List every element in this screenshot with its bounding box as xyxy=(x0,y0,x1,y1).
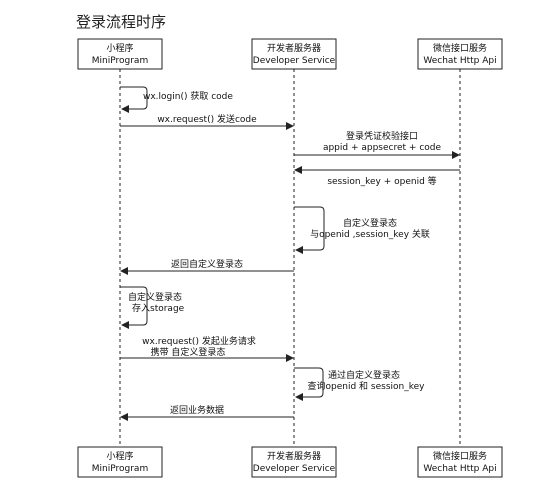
message-send-code: wx.request() 发送code xyxy=(120,113,294,130)
participant-box xyxy=(251,446,337,478)
participant-box xyxy=(417,38,503,70)
message-label: 携带 自定义登录态 xyxy=(151,346,226,358)
participant-name: 微信接口服务 xyxy=(433,450,487,462)
message-label: 返回自定义登录态 xyxy=(171,258,243,270)
message-session-key-return: session_key + openid 等 xyxy=(294,166,460,187)
participant-developer-service-top: 开发者服务器 Developer Service xyxy=(251,38,337,70)
message-label: wx.login() 获取 code xyxy=(143,91,233,102)
participant-miniprogram-bottom: 小程序 MiniProgram xyxy=(77,446,163,478)
participant-box xyxy=(251,38,337,70)
message-label: 查询openid 和 session_key xyxy=(308,380,426,392)
message-query-openid: 通过自定义登录态 查询openid 和 session_key xyxy=(294,367,426,401)
participant-wechat-http-api-bottom: 微信接口服务 Wechat Http Api xyxy=(417,446,503,478)
participant-box xyxy=(417,446,503,478)
participant-name: 开发者服务器 xyxy=(267,42,321,54)
message-label: 通过自定义登录态 xyxy=(328,369,400,381)
participant-name-en: MiniProgram xyxy=(92,56,148,66)
message-label: 返回业务数据 xyxy=(170,404,224,416)
message-label: wx.request() 发送code xyxy=(157,113,257,125)
participant-name-en: Developer Service xyxy=(253,464,336,474)
participant-name: 开发者服务器 xyxy=(267,450,321,462)
message-store-login-state: 自定义登录态 存入storage xyxy=(120,286,185,329)
message-code2session: 登录凭证校验接口 appid + appsecret + code xyxy=(294,130,460,159)
message-label: session_key + openid 等 xyxy=(327,175,436,187)
message-wx-login: wx.login() 获取 code xyxy=(120,86,233,113)
message-return-business-data: 返回业务数据 xyxy=(120,404,294,421)
message-label: 登录凭证校验接口 xyxy=(346,130,418,142)
message-return-login-state: 返回自定义登录态 xyxy=(120,258,294,275)
participant-name: 微信接口服务 xyxy=(433,42,487,54)
self-arrow xyxy=(294,206,325,254)
participant-name-en: Wechat Http Api xyxy=(423,464,496,474)
participant-name-en: Developer Service xyxy=(253,56,336,66)
participant-name: 小程序 xyxy=(106,450,133,462)
message-custom-login-state: 自定义登录态 与openid ,session_key 关联 xyxy=(294,206,430,254)
message-label: 自定义登录态 xyxy=(343,217,397,229)
participant-box xyxy=(77,38,163,70)
self-arrow xyxy=(120,86,148,113)
message-business-request: wx.request() 发起业务请求 携带 自定义登录态 xyxy=(120,335,294,362)
message-label: appid + appsecret + code xyxy=(323,143,442,153)
message-label: 与openid ,session_key 关联 xyxy=(310,228,430,240)
participant-name: 小程序 xyxy=(106,42,133,54)
page-title: 登录流程时序 xyxy=(76,13,167,31)
self-arrow xyxy=(294,367,324,401)
participant-name-en: Wechat Http Api xyxy=(423,56,496,66)
participant-wechat-http-api-top: 微信接口服务 Wechat Http Api xyxy=(417,38,503,70)
message-label: 存入storage xyxy=(132,302,185,314)
participant-developer-service-bottom: 开发者服务器 Developer Service xyxy=(251,446,337,478)
participant-box xyxy=(77,446,163,478)
message-label: 自定义登录态 xyxy=(128,291,182,303)
message-label: wx.request() 发起业务请求 xyxy=(142,335,256,347)
self-arrow xyxy=(120,286,148,329)
participant-miniprogram-top: 小程序 MiniProgram xyxy=(77,38,163,70)
participant-name-en: MiniProgram xyxy=(92,464,148,474)
